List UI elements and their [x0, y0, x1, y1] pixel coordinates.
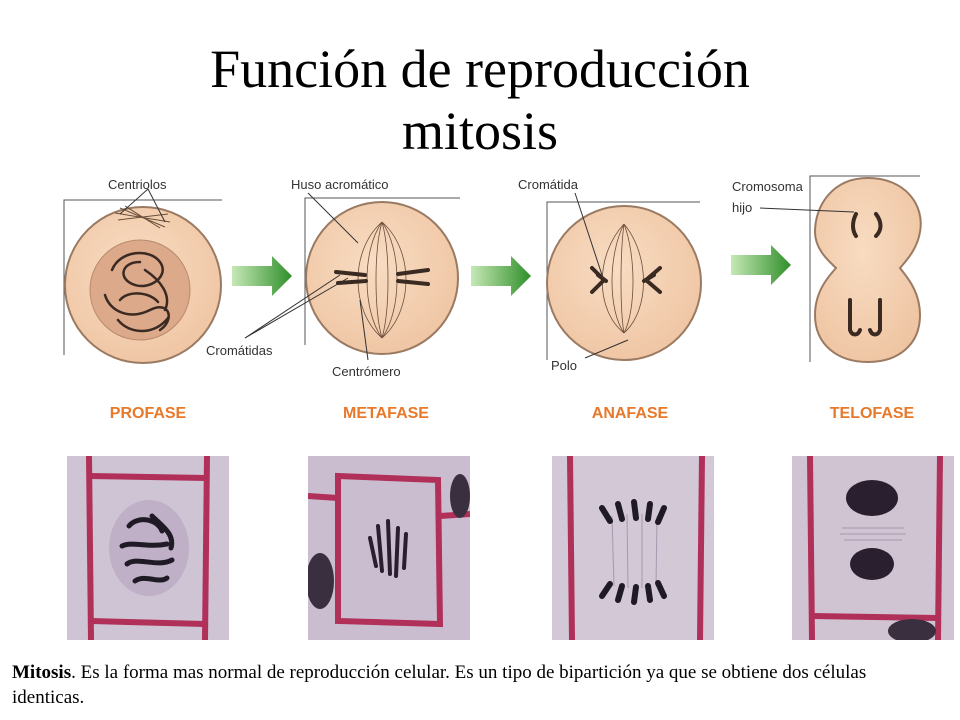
metaphase-chromosomes: [334, 268, 430, 286]
label-centromero: Centrómero: [332, 364, 401, 379]
title-line-1: Función de reproducción: [210, 39, 750, 99]
arrow-2: [471, 256, 531, 296]
micrograph-metafase: [308, 456, 470, 640]
title-line-2: mitosis: [401, 101, 559, 161]
label-cromatidas: Cromátidas: [206, 343, 273, 358]
anafase-cell: [546, 201, 702, 361]
caption: Mitosis. Es la forma mas normal de repro…: [12, 660, 942, 710]
label-huso-acromatico: Huso acromático: [291, 177, 389, 192]
micrograph-telofase: [792, 456, 954, 640]
label-cromatida: Cromátida: [518, 177, 579, 192]
label-polo: Polo: [551, 358, 577, 373]
phase-profase: PROFASE: [110, 405, 187, 422]
cell-frame: [63, 199, 222, 355]
chromatin-threads: [103, 251, 170, 333]
phase-telofase: TELOFASE: [830, 405, 915, 422]
phase-metafase: METAFASE: [343, 405, 429, 422]
cell-membrane: [813, 176, 922, 364]
cell-frame: [304, 197, 460, 345]
mitosis-diagram: Centriolos Huso acromático Cromátida Cro…: [63, 175, 922, 422]
caption-text: . Es la forma mas normal de reproducción…: [12, 662, 867, 708]
arrow-1: [232, 256, 292, 296]
profase-cell: [63, 199, 222, 364]
cell-frame: [546, 201, 700, 360]
centrioles: [114, 205, 171, 229]
cell-membrane: [305, 201, 459, 355]
nucleus: [89, 239, 191, 341]
label-centriolos: Centriolos: [108, 177, 167, 192]
leader-lines: [119, 188, 855, 361]
telofase-cell: [809, 175, 922, 364]
slide-title: Función de reproducción mitosis: [0, 38, 960, 162]
caption-term: Mitosis: [12, 662, 72, 683]
arrow-3: [731, 245, 791, 285]
label-hijo: hijo: [732, 200, 752, 215]
micrograph-profase: [67, 456, 229, 640]
cell-membrane: [546, 205, 702, 361]
anaphase-chromatids: [590, 266, 662, 294]
daughter-chromosomes: [848, 212, 883, 337]
label-cromosoma: Cromosoma: [732, 179, 804, 194]
micrograph-anafase: [552, 456, 714, 640]
phase-anafase: ANAFASE: [592, 405, 669, 422]
cell-frame: [809, 175, 920, 362]
metafase-cell: [304, 197, 460, 355]
